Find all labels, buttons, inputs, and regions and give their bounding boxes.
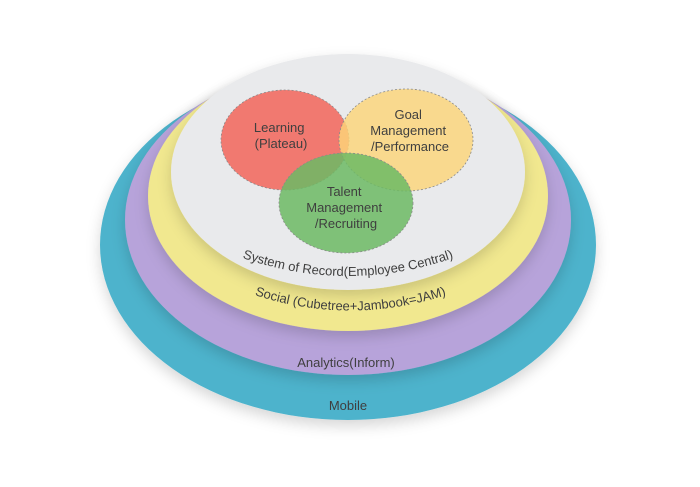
goal-label-line: Management <box>370 123 446 138</box>
talent-label: Talent Management /Recruiting <box>306 184 386 231</box>
learning-label: Learning (Plateau) <box>254 120 308 151</box>
analytics-label: Analytics(Inform) <box>297 355 395 370</box>
goal-label-line: /Performance <box>371 139 449 154</box>
goal-label: Goal Management /Performance <box>370 107 450 154</box>
learning-label-line: (Plateau) <box>255 136 308 151</box>
talent-label-line: Talent <box>327 184 362 199</box>
talent-label-line: Management <box>306 200 382 215</box>
talent-circle <box>278 152 414 254</box>
goal-label-line: Goal <box>394 107 422 122</box>
learning-label-line: Learning <box>254 120 305 135</box>
mobile-label: Mobile <box>329 398 367 413</box>
talent-label-line: /Recruiting <box>315 216 377 231</box>
